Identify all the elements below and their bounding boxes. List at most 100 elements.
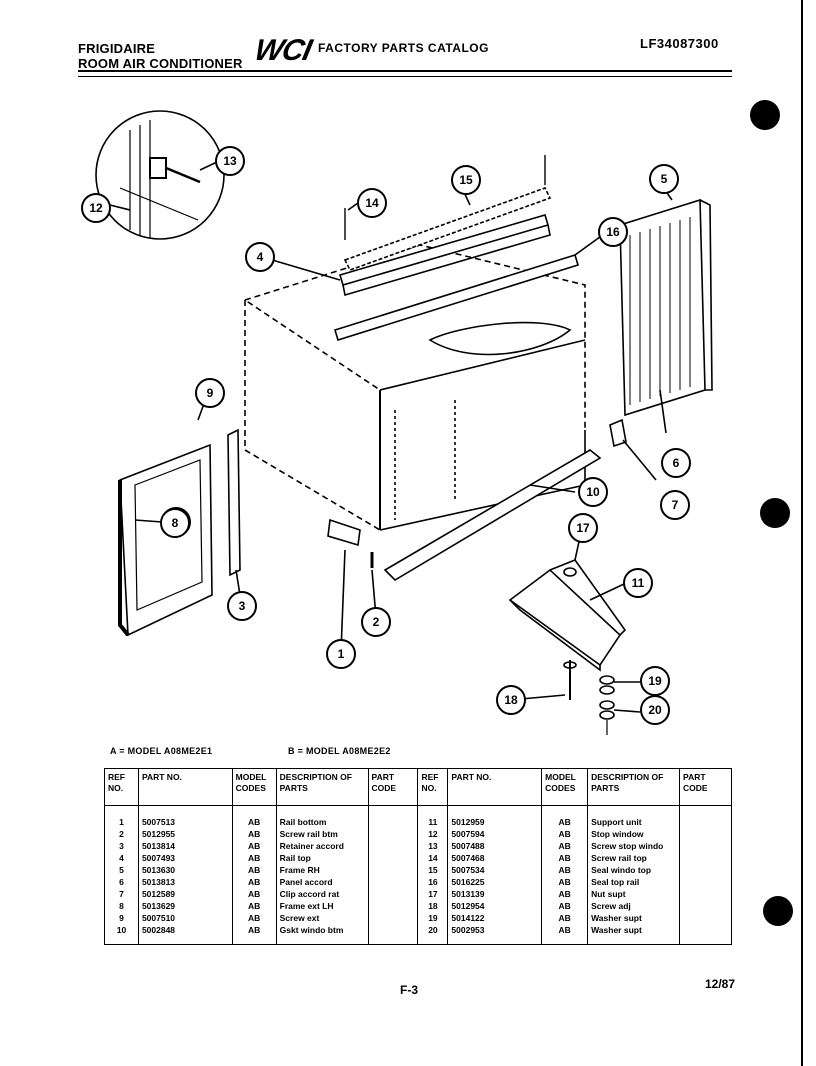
cell-ref: 11 [417,805,449,828]
cell-codes: AB [541,888,589,900]
cell-part: 5013139 [447,888,543,900]
cell-desc: Washer supt [587,924,681,945]
cell-ref: 6 [104,876,139,888]
callout-20: 20 [640,695,670,725]
callout-6-right: 6 [661,448,691,478]
cell-part: 5012954 [447,900,543,912]
cell-part-code [679,912,732,924]
svg-text:16: 16 [606,225,620,239]
cell-codes: AB [541,828,589,840]
cell-desc: Rail top [275,852,369,864]
cell-desc: Screw rail top [587,852,681,864]
col-description: DESCRIPTION OF PARTS [275,768,369,806]
cell-part: 5013629 [137,900,233,912]
callout-8-badge: 8 [160,508,190,538]
cell-ref: 2 [104,828,139,840]
col-ref-no: REF NO. [104,768,139,806]
cell-part-code [679,864,732,876]
cell-codes: AB [541,924,589,945]
cell-ref: 1 [104,805,139,828]
svg-text:17: 17 [576,521,590,535]
cell-part-code [367,864,419,876]
callout-10: 10 [578,477,608,507]
cell-codes: AB [231,924,277,945]
parts-table: REF NO. PART NO. MODEL CODES DESCRIPTION… [104,768,732,945]
cell-desc: Gskt windo btm [275,924,369,945]
cell-desc: Screw rail btm [275,828,369,840]
cell-desc: Washer supt [587,912,681,924]
cell-desc: Rail bottom [275,805,369,828]
cell-ref: 7 [104,888,139,900]
svg-text:9: 9 [207,386,214,400]
svg-text:7: 7 [672,498,679,512]
cell-part: 5012959 [447,805,543,828]
svg-text:10: 10 [586,485,600,499]
page-number: F-3 [400,983,418,997]
cell-part-code [679,828,732,840]
cell-part-code [367,900,419,912]
cell-part-code [367,888,419,900]
cell-part-code [367,852,419,864]
cell-desc: Panel accord [275,876,369,888]
header-rule-thin [78,76,732,77]
cell-ref: 10 [104,924,139,945]
col-model-codes-2: MODEL CODES [541,768,589,806]
punch-hole-middle [760,498,790,528]
col-ref-no-2: REF NO. [417,768,449,806]
callout-11: 11 [623,568,653,598]
cell-desc: Retainer accord [275,840,369,852]
cell-desc: Screw ext [275,912,369,924]
svg-text:4: 4 [257,250,264,264]
cell-codes: AB [231,888,277,900]
cell-part: 5007513 [137,805,233,828]
svg-text:8: 8 [172,516,179,530]
cell-part-code [367,924,419,945]
header-rule [78,70,732,72]
callout-1: 1 [326,639,356,669]
svg-text:3: 3 [239,599,246,613]
cell-desc: Nut supt [587,888,681,900]
cell-codes: AB [231,840,277,852]
callout-5: 5 [649,164,679,194]
cell-desc: Frame ext LH [275,900,369,912]
cell-part: 5013814 [137,840,233,852]
col-part-no: PART NO. [137,768,233,806]
callout-4: 4 [245,242,275,272]
catalog-code: LF34087300 [640,36,719,51]
svg-text:12: 12 [89,201,103,215]
cell-part-code [367,912,419,924]
cell-part: 5007468 [447,852,543,864]
cell-codes: AB [541,900,589,912]
cell-ref: 8 [104,900,139,912]
cell-codes: AB [231,805,277,828]
callout-17: 17 [568,513,598,543]
cell-codes: AB [541,864,589,876]
cell-desc: Seal windo top [587,864,681,876]
svg-text:20: 20 [648,703,662,717]
col-part-no-2: PART NO. [447,768,543,806]
cell-ref: 17 [417,888,449,900]
callout-9: 9 [195,378,225,408]
exploded-parts-diagram: 1 2 3 4 5 6 6 7 9 10 11 12 13 14 15 16 1… [81,110,713,735]
svg-text:13: 13 [223,154,237,168]
cell-part-code [679,805,732,828]
col-part-code-2: PART CODE [679,768,732,806]
col-description-2: DESCRIPTION OF PARTS [587,768,681,806]
brand-name: FRIGIDAIRE [78,41,156,56]
cell-codes: AB [231,864,277,876]
svg-text:15: 15 [459,173,473,187]
cell-desc: Clip accord rat [275,888,369,900]
cell-part: 5007534 [447,864,543,876]
cell-part-code [679,900,732,912]
parts-table-header: REF NO. PART NO. MODEL CODES DESCRIPTION… [104,768,732,806]
cell-codes: AB [541,805,589,828]
detail-magnifier [95,110,225,240]
model-legend-b: B = MODEL A08ME2E2 [288,746,391,756]
cell-codes: AB [231,912,277,924]
